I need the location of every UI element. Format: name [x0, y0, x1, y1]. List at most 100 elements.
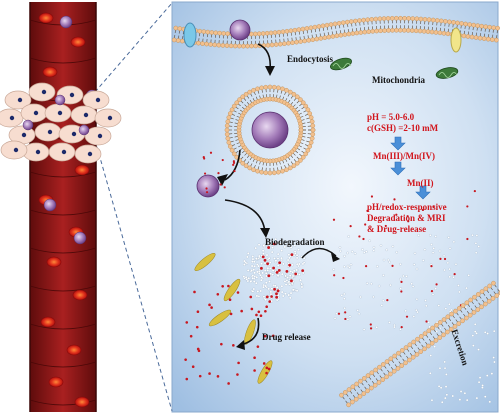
drug-dot — [266, 262, 269, 266]
lipid-head — [303, 151, 309, 157]
lipid-head — [330, 34, 336, 39]
shell-fragment — [297, 248, 300, 252]
lipid-head — [471, 310, 477, 315]
zoom-line-bottom — [94, 139, 173, 412]
fragment — [363, 251, 366, 254]
drug-dot — [205, 191, 209, 194]
drug-dot — [278, 261, 282, 265]
lipid-head — [487, 24, 492, 30]
fragment — [448, 302, 451, 306]
shell-fragment — [280, 290, 284, 294]
label-mitochondria: Mitochondria — [372, 75, 425, 85]
fragment — [343, 254, 346, 258]
fragment — [437, 304, 441, 307]
shell-fragment — [263, 269, 267, 272]
drug-dot — [430, 290, 434, 293]
lipid-head — [382, 28, 387, 33]
fragment — [372, 295, 375, 299]
drug-dot — [257, 310, 261, 314]
shell-fragment — [289, 269, 293, 273]
excreted-fragment — [437, 385, 441, 388]
shell-fragment — [264, 281, 268, 285]
fragment — [467, 274, 470, 277]
lipid-head — [433, 338, 439, 343]
drug-dot — [364, 223, 367, 226]
lipid-head — [344, 19, 350, 25]
fragment — [434, 287, 437, 290]
lipid-head — [465, 34, 471, 39]
shell-fragment — [268, 243, 272, 247]
lipid-head — [494, 37, 499, 43]
lipid-head — [441, 30, 447, 36]
mitochondria-icon — [330, 57, 459, 79]
shell-fragment — [267, 256, 271, 260]
cell-nucleus — [83, 112, 89, 118]
lipid-head — [294, 160, 300, 166]
cell-nucleus — [87, 151, 93, 157]
fragment — [411, 285, 415, 288]
lipid-head — [426, 17, 432, 22]
shell-fragment — [287, 256, 291, 260]
fragment — [443, 268, 446, 272]
lipid-head — [300, 26, 306, 32]
fragment — [340, 294, 344, 297]
lipid-head — [402, 16, 407, 21]
label-drug-release: Drug release — [262, 332, 311, 342]
lipid-head — [448, 326, 454, 332]
shell-fragment — [266, 266, 270, 270]
drug-dot — [395, 213, 398, 216]
drug-dot — [236, 373, 239, 376]
fragment — [353, 252, 357, 255]
fragment — [357, 312, 361, 316]
drug-dot — [294, 272, 298, 276]
lipid-head — [305, 147, 311, 153]
lipid-head — [429, 340, 435, 346]
shell-fragment — [257, 243, 261, 247]
fragment — [452, 240, 456, 244]
lipid-head — [353, 396, 359, 402]
excreted-fragment — [478, 376, 482, 379]
drug-dot — [217, 172, 220, 175]
drug-dot — [264, 309, 267, 313]
lipid-head — [310, 131, 316, 137]
drug-dot — [384, 224, 387, 228]
lipid-head — [418, 349, 424, 354]
lipid-head — [491, 280, 496, 286]
shell-fragment — [274, 237, 278, 241]
lipid-head — [381, 16, 387, 21]
lipid-head — [391, 368, 397, 374]
lipid-head — [271, 170, 277, 176]
fragment — [381, 299, 385, 303]
shell-fragment — [246, 252, 250, 255]
lipid-head — [384, 359, 390, 364]
lipid-head — [208, 42, 213, 47]
shell-fragment — [276, 264, 280, 267]
cell-nucleus — [97, 133, 103, 139]
fragment — [335, 312, 338, 315]
red-blood-cell — [38, 12, 54, 24]
fragment — [442, 254, 446, 258]
lipid-head — [460, 303, 466, 308]
vessel-ring — [29, 209, 97, 216]
lipid-head — [334, 33, 340, 39]
shell-fragment — [260, 276, 264, 279]
fragment — [343, 265, 346, 269]
excreted-fragment — [492, 329, 496, 333]
lipid-head — [489, 37, 495, 42]
lipid-head — [350, 399, 355, 405]
drug-dot — [272, 266, 276, 270]
lipid-head — [339, 392, 344, 398]
fragment — [388, 260, 391, 264]
shell-fragment — [286, 244, 290, 247]
lipid-head — [475, 292, 481, 297]
lipid-head — [303, 103, 309, 109]
lipid-head — [373, 16, 379, 22]
drug-dot — [196, 310, 200, 314]
lipid-head — [414, 352, 420, 357]
lipid-head — [447, 19, 452, 25]
lipid-head — [308, 25, 314, 31]
drug-dot — [250, 307, 254, 311]
lipid-head — [286, 40, 291, 46]
shell-fragment — [257, 264, 260, 268]
lipid-head — [456, 321, 462, 326]
